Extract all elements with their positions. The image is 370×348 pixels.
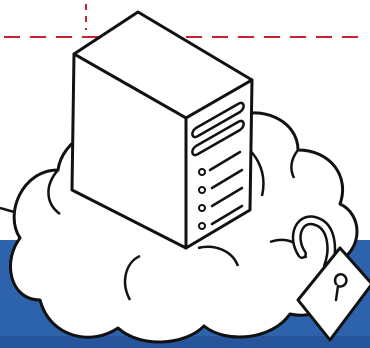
red-dashed-line [4,4,366,37]
